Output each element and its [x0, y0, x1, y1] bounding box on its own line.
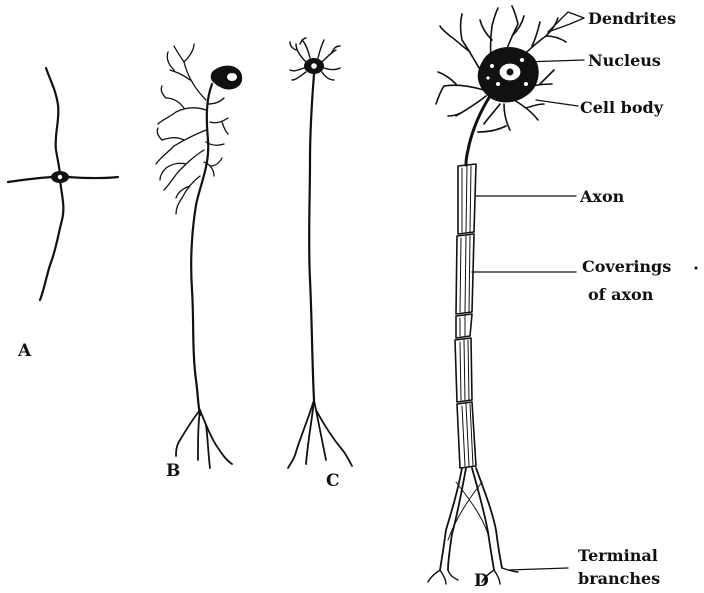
- neuron-d: D: [428, 6, 566, 591]
- label-coverings-line1: Coverings: [582, 257, 671, 276]
- label-nucleus: Nucleus: [588, 51, 661, 70]
- axon-coverings: [455, 164, 476, 468]
- neuron-a: A: [8, 68, 118, 361]
- panel-label-a: A: [17, 341, 32, 361]
- panel-label-b: B: [166, 461, 180, 481]
- label-terminal-line2: branches: [578, 569, 660, 588]
- panel-label-c: C: [326, 471, 340, 491]
- label-coverings-line2: of axon: [588, 285, 654, 304]
- panel-label-d: D: [474, 571, 489, 591]
- speck-mark: [695, 267, 698, 270]
- label-axon: Axon: [579, 187, 625, 206]
- label-dendrites: Dendrites: [588, 9, 676, 28]
- neuron-c: C: [288, 38, 352, 491]
- neuron-b: B: [156, 44, 242, 481]
- label-cell-body: Cell body: [580, 98, 664, 117]
- label-terminal-line1: Terminal: [578, 546, 658, 565]
- labels: Dendrites Nucleus Cell body Axon Coverin…: [578, 9, 676, 588]
